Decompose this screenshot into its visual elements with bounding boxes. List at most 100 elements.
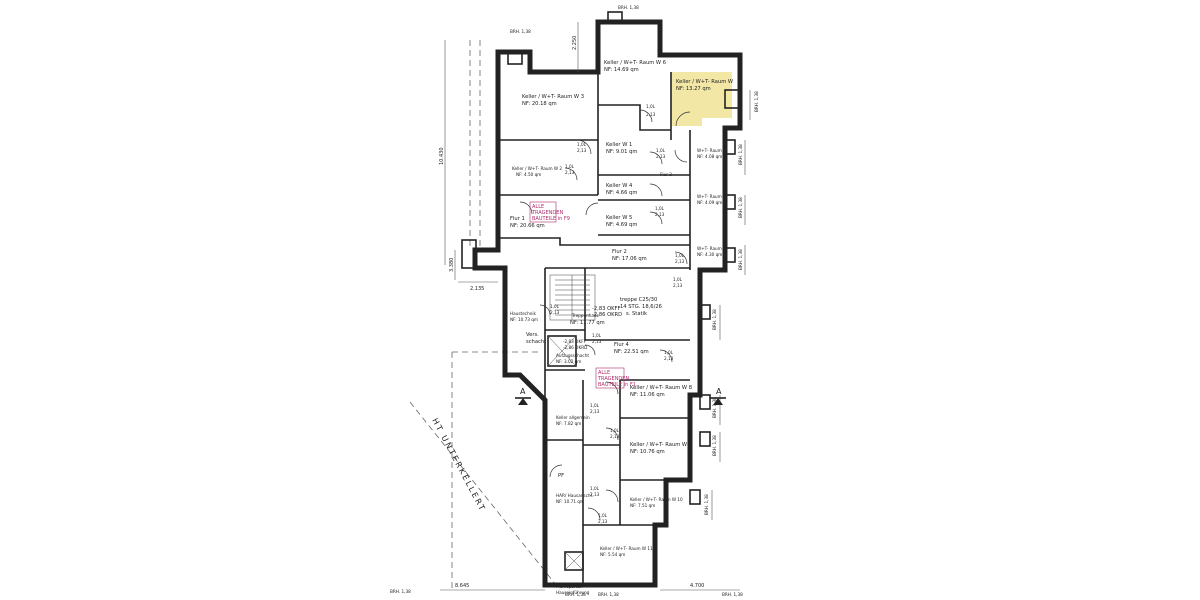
pump-shaft (564, 551, 584, 571)
unterkellert-label: HT UNTERKELLERT (430, 417, 487, 514)
svg-text:2,13: 2,13 (655, 212, 665, 217)
svg-text:2,13: 2,13 (675, 259, 685, 264)
dim-left-lower: 3.380 (449, 258, 455, 272)
room-name: Treppenhaus (571, 313, 599, 318)
room-area: NF: 7.82 qm (556, 421, 581, 426)
room-name: Flur 2 (612, 249, 627, 255)
svg-text:1,0L: 1,0L (565, 164, 575, 169)
room-area: NF: 20.18 qm (522, 101, 557, 107)
svg-text:1,0L: 1,0L (590, 403, 600, 408)
section-label-right: A (716, 387, 722, 396)
room-labels: Keller / W+T- Raum W 6 NF: 14.69 qm Kell… (510, 60, 733, 557)
room-area: NF: 4.50 qm (516, 172, 541, 177)
room-name: Keller / W+T- Raum W 2 (512, 166, 562, 171)
room-area: NF: 22.51 qm (614, 349, 649, 355)
svg-text:BRH. 1,38: BRH. 1,38 (712, 309, 717, 330)
room-area: NF: 13.27 qm (676, 86, 711, 92)
svg-text:BAUTEILE in F1: BAUTEILE in F1 (598, 382, 636, 388)
svg-text:1,0L: 1,0L (655, 206, 665, 211)
svg-text:BAUTEILE in F9: BAUTEILE in F9 (532, 216, 570, 222)
room-area: NF: 4.09 qm (697, 200, 722, 205)
svg-text:-2,83 OKFF: -2,83 OKFF (592, 306, 621, 312)
svg-text:1,0L: 1,0L (673, 277, 683, 282)
svg-text:2,13: 2,13 (590, 409, 600, 414)
room-area: NF: 4.30 qm (697, 252, 722, 257)
room-name: Keller W 5 (606, 215, 632, 221)
room-area: NF: 14.69 qm (604, 67, 639, 73)
svg-text:ALLE: ALLE (598, 370, 610, 376)
svg-text:BRH. 1,38: BRH. 1,38 (738, 249, 743, 270)
svg-text:BRH. 1,38: BRH. 1,38 (738, 144, 743, 165)
bottom-label-2: Hauseinführung (556, 590, 590, 595)
room-name: HAR/ Hausanschl. (556, 493, 593, 498)
svg-text:-2,83 OKFF: -2,83 OKFF (563, 339, 587, 344)
room-name: Flur 1 (510, 216, 525, 222)
section-marker-right: A (710, 387, 726, 405)
svg-text:2,13: 2,13 (590, 492, 600, 497)
outer-dashed-line-left (469, 40, 481, 250)
room-name: Keller / W+T- Raum W 10 (630, 497, 683, 502)
svg-text:1,0L: 1,0L (656, 148, 666, 153)
svg-text:1,0L: 1,0L (590, 486, 600, 491)
room-area: NF: 11.77 qm (570, 320, 605, 326)
room-name: Keller / W+T- Raum W 9 (630, 442, 692, 448)
verschacht-label-2: schacht (526, 339, 546, 345)
pf-label: PF (558, 473, 564, 479)
svg-text:BRH. 1,38: BRH. 1,38 (390, 589, 411, 594)
outer-wall (472, 19, 743, 588)
svg-text:1,0L: 1,0L (577, 142, 587, 147)
room-name: Flur 3 (660, 172, 672, 177)
room-area: NF: 4.08 qm (697, 154, 722, 159)
svg-text:14 STG. 18,6/26: 14 STG. 18,6/26 (620, 304, 662, 310)
svg-text:2,13: 2,13 (577, 148, 587, 153)
pump-shaft-cross (564, 551, 584, 571)
svg-text:s. Statik: s. Statik (626, 311, 647, 317)
svg-text:BRH. 1,38: BRH. 1,38 (618, 5, 639, 10)
svg-text:1,0L: 1,0L (598, 513, 608, 518)
section-marker-left: A (515, 387, 531, 405)
svg-text:BRH. 1,38: BRH. 1,38 (704, 494, 709, 515)
svg-text:2,13: 2,13 (592, 339, 602, 344)
section-label-left: A (520, 387, 526, 396)
room-area: NF: 4.66 qm (606, 190, 637, 196)
dim-top: 2.250 (572, 36, 578, 50)
svg-text:TRAGENDEN: TRAGENDEN (531, 210, 563, 216)
room-name: Keller W 4 (606, 183, 633, 189)
room-name: Haustechnik (510, 311, 537, 316)
bottom-label-1: Mehrsparten- (556, 584, 585, 589)
room-name: Keller / W+T- Raum W 8 (630, 385, 692, 391)
inner-walls (498, 72, 691, 585)
room-name: Keller / W+T- Raum W 6 (604, 60, 666, 66)
room-area: NF: 10.73 qm (510, 317, 538, 322)
svg-text:1,0L: 1,0L (675, 253, 685, 258)
svg-text:1,0L: 1,0L (664, 350, 674, 355)
verschacht-label-1: Vers. (526, 332, 539, 338)
room-name: Aufzugsschacht (556, 353, 589, 358)
room-area: NF: 10.76 qm (630, 449, 665, 455)
svg-text:-2,86 OKRD: -2,86 OKRD (563, 345, 587, 350)
svg-text:2,13: 2,13 (550, 310, 560, 315)
svg-text:2,13: 2,13 (610, 434, 620, 439)
staircase (549, 274, 596, 321)
room-name: Keller / W+T- Raum W 3 (522, 94, 584, 100)
window-wells (461, 11, 741, 505)
door-tags: 1,0L 2,13 1,0L 2,13 1,0L 2,13 1,0L 2,13 … (550, 104, 685, 524)
svg-text:1,0L: 1,0L (550, 304, 560, 309)
room-name: W+T- Raum (697, 148, 722, 153)
room-name: W+T- Raum (697, 194, 722, 199)
stair-notes: treppe C25/30 14 STG. 18,6/26 s. Statik … (563, 297, 662, 350)
svg-text:BRH. 1,38: BRH. 1,38 (510, 29, 531, 34)
dimension-lines (440, 22, 751, 591)
room-name: Keller / W+T- Raum W (676, 79, 733, 85)
svg-text:2,13: 2,13 (656, 154, 666, 159)
dim-left-total: 10.430 (439, 148, 445, 166)
room-area: NF: 5.54 qm (600, 552, 625, 557)
dim-bottom-left: 8.645 (455, 583, 469, 589)
dim-bottom-mid: 2.135 (470, 286, 484, 292)
svg-text:ALLE: ALLE (532, 204, 544, 210)
svg-text:BRH. 1,38: BRH. 1,38 (738, 197, 743, 218)
elevator-shaft (547, 335, 577, 367)
svg-text:BRH. 1,38: BRH. 1,38 (565, 592, 586, 597)
svg-text:BRH. 1,38: BRH. 1,38 (722, 592, 743, 597)
